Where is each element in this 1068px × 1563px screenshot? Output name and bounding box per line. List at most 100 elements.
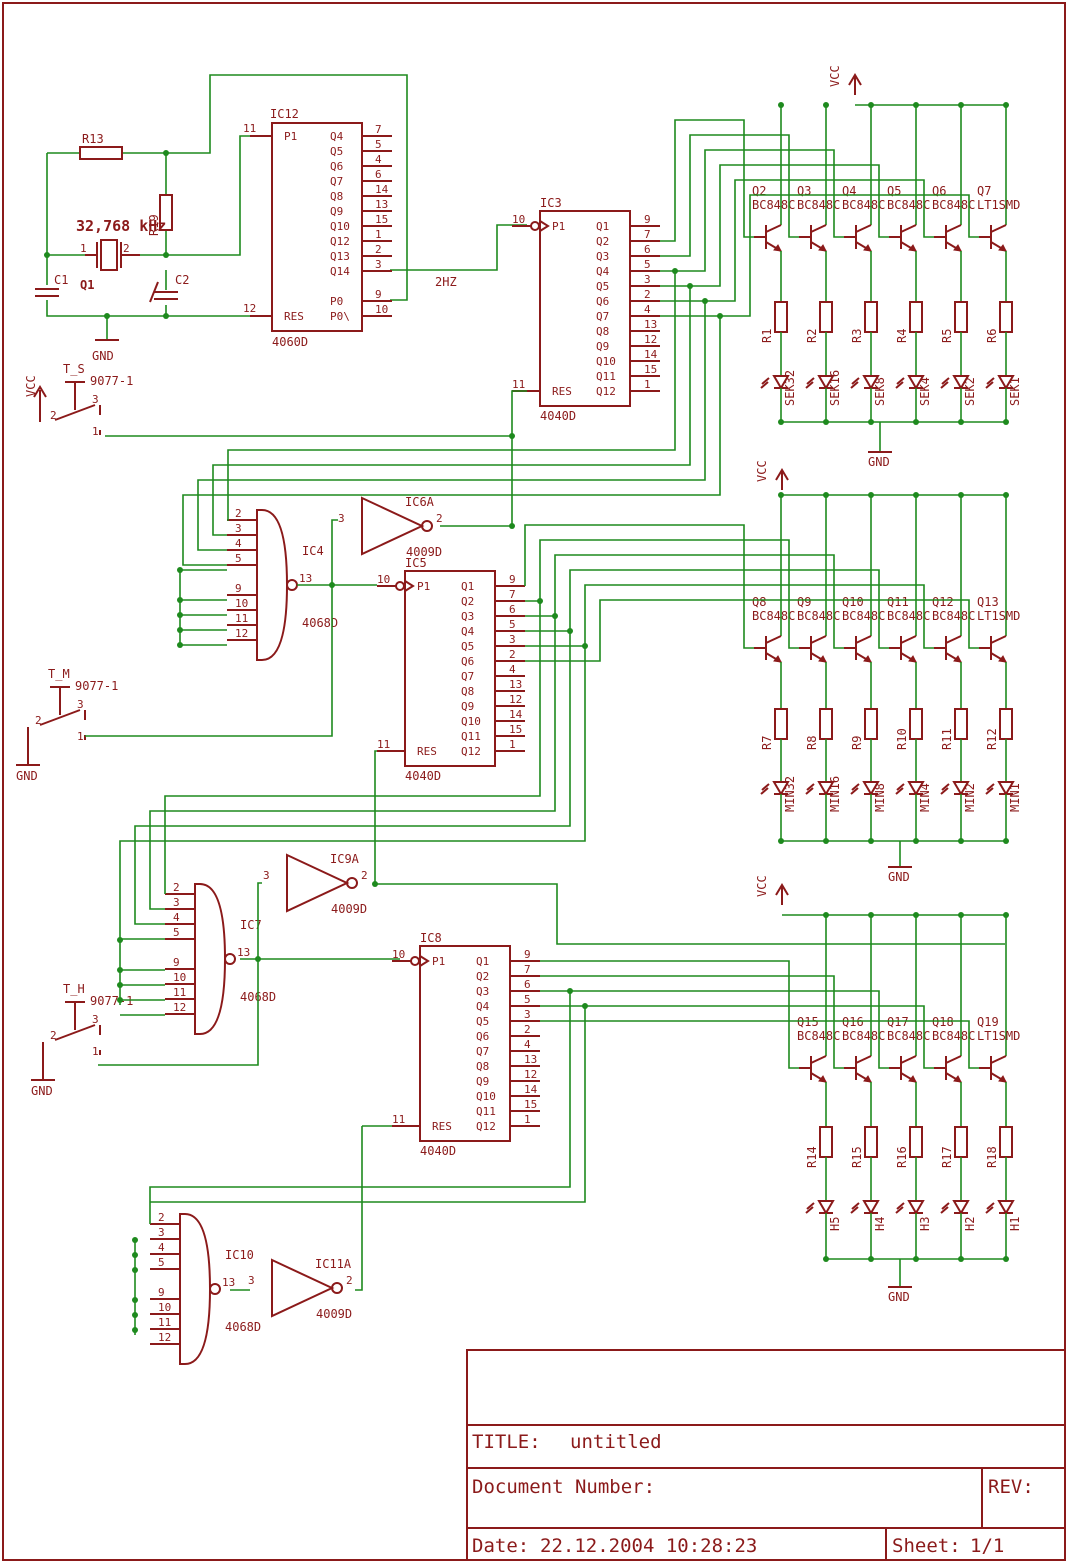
circuit-content: IC34040DP110RES11Q19Q27Q36Q45Q53Q62Q74Q8…	[16, 65, 1022, 1365]
counter-pin-num: 10	[392, 948, 405, 961]
transistor-name: Q18	[932, 1015, 954, 1029]
counter-pin-num: 5	[509, 618, 516, 631]
led-name: SEK4	[918, 377, 932, 406]
resistor-name: R3	[850, 329, 864, 343]
transistor-type: BC848C	[932, 198, 975, 212]
inverter-in-pin: 3	[338, 512, 345, 525]
nand-pin-num: 3	[235, 522, 242, 535]
led-name: MIN4	[918, 783, 932, 812]
counter-pin-q7: Q7	[596, 310, 609, 323]
capacitor-c2: C2	[149, 273, 189, 303]
counter-pin-q3: Q3	[596, 250, 609, 263]
led-row-2: VCCGNDQ8BC848CR7MIN32Q9BC848CR8MIN16Q10B…	[752, 460, 1022, 884]
counter-pin-num: 4	[524, 1038, 531, 1051]
r13-label: R13	[82, 132, 104, 146]
nand-name: IC10	[225, 1248, 254, 1262]
resistor-name: R17	[940, 1146, 954, 1168]
resistor-name: R1	[760, 329, 774, 343]
ic12-pin-num: 13	[375, 198, 388, 211]
button-pin-num: 2	[50, 1029, 57, 1042]
resistor-name: R14	[805, 1146, 819, 1168]
counter-pin-q4: Q4	[596, 265, 610, 278]
counter-pin-num: 11	[377, 738, 390, 751]
ic12-pin-num: 5	[375, 138, 382, 151]
counter-pin-num: 6	[644, 243, 651, 256]
counter-pin-num: 14	[524, 1083, 538, 1096]
resistor-name: R15	[850, 1146, 864, 1168]
ic12-pin-q9: Q9	[330, 205, 343, 218]
transistor-name: Q8	[752, 595, 766, 609]
inverter-out-pin: 2	[436, 512, 443, 525]
counter-ic8: IC84040DP110RES11Q19Q27Q36Q45Q53Q62Q74Q8…	[392, 931, 540, 1158]
ic12-pin-q5: Q5	[330, 145, 343, 158]
counter-type: 4040D	[405, 769, 441, 783]
nand-type: 4068D	[302, 616, 338, 630]
counter-pin-res: RES	[417, 745, 437, 758]
inverter-type: 4009D	[331, 902, 367, 916]
nand-pin-num: 4	[173, 911, 180, 924]
xtal-pin2: 2	[123, 242, 130, 255]
counter-pin-q2: Q2	[596, 235, 609, 248]
led-name: H1	[1008, 1217, 1022, 1231]
document-number-label: Document Number:	[472, 1476, 655, 1498]
button-pin-num: 2	[35, 714, 42, 727]
led-name: H2	[963, 1217, 977, 1231]
nand-pin-num: 11	[235, 612, 248, 625]
nand-pin-num: 2	[173, 881, 180, 894]
transistor-type: BC848C	[932, 1029, 975, 1043]
counter-pin-num: 6	[509, 603, 516, 616]
nand-pin-num: 12	[235, 627, 248, 640]
counter-pin-q7: Q7	[461, 670, 474, 683]
button-pin-num: 1	[77, 730, 84, 743]
counter-pin-num: 2	[524, 1023, 531, 1036]
title-value: untitled	[570, 1431, 662, 1453]
resistor-name: R16	[895, 1146, 909, 1168]
counter-pin-p1: P1	[417, 580, 430, 593]
button-name: T_S	[63, 362, 85, 376]
resistor-name: R5	[940, 329, 954, 343]
counter-pin-num: 1	[509, 738, 516, 751]
inverter-name: IC9A	[330, 852, 360, 866]
c1-label: C1	[54, 273, 68, 287]
resistor-name: R11	[940, 728, 954, 750]
crystal-name: Q1	[80, 278, 94, 292]
ic12-pin-p1: P1	[284, 130, 297, 143]
counter-pin-q11: Q11	[461, 730, 481, 743]
counter-pin-num: 7	[524, 963, 531, 976]
vcc-label: VCC	[828, 65, 842, 87]
counter-pin-num: 10	[512, 213, 525, 226]
counter-pin-num: 7	[644, 228, 651, 241]
counter-pin-num: 3	[509, 633, 516, 646]
counter-pin-num: 5	[524, 993, 531, 1006]
button-net: GND	[31, 1084, 53, 1098]
counter-pin-num: 12	[644, 333, 657, 346]
button-type: 9077-1	[90, 374, 133, 388]
title-label: TITLE:	[472, 1431, 541, 1453]
ic12-pin-p0\: P0\	[330, 310, 350, 323]
counter-pin-q8: Q8	[461, 685, 474, 698]
inverter-in-pin: 3	[263, 869, 270, 882]
transistor-name: Q3	[797, 184, 811, 198]
button-pin-num: 3	[92, 393, 99, 406]
transistor-type: BC848C	[887, 609, 930, 623]
counter-pin-q11: Q11	[476, 1105, 496, 1118]
nand-pin-num: 10	[173, 971, 186, 984]
counter-pin-num: 3	[644, 273, 651, 286]
counter-pin-num: 1	[524, 1113, 531, 1126]
transistor-type: LT1SMD	[977, 198, 1020, 212]
counter-pin-q4: Q4	[476, 1000, 490, 1013]
counter-pin-q9: Q9	[596, 340, 609, 353]
capacitor-c1: C1	[35, 273, 68, 297]
counter-pin-p1: P1	[552, 220, 565, 233]
ic12-pin-num: 9	[375, 288, 382, 301]
counter-pin-q3: Q3	[461, 610, 474, 623]
led-name: SEK2	[963, 377, 977, 406]
counter-pin-num: 6	[524, 978, 531, 991]
resistor-name: R18	[985, 1146, 999, 1168]
counter-pin-q10: Q10	[596, 355, 616, 368]
counter-pin-num: 12	[524, 1068, 537, 1081]
rev-label: REV:	[988, 1476, 1034, 1498]
counter-pin-q5: Q5	[476, 1015, 489, 1028]
counter-pin-num: 2	[509, 648, 516, 661]
